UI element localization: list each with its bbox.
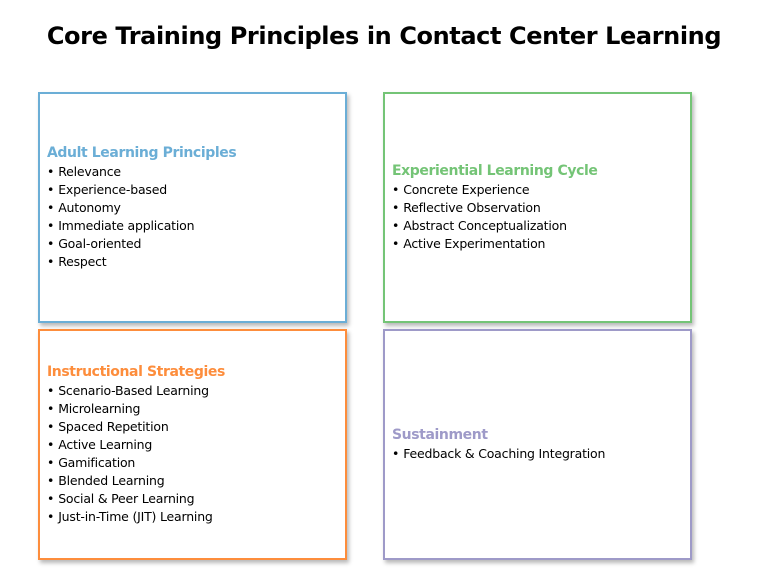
list-item: Autonomy [47,199,339,217]
quadrant-heading: Experiential Learning Cycle [392,163,598,179]
list-item: Respect [47,253,339,271]
list-item: Active Experimentation [392,235,684,253]
quadrant-item-list: Concrete ExperienceReflective Observatio… [392,181,684,253]
quadrant-experiential-learning-cycle: Experiential Learning Cycle Concrete Exp… [383,92,692,323]
list-item: Microlearning [47,400,339,418]
list-item: Blended Learning [47,472,339,490]
diagram-title: Core Training Principles in Contact Cent… [46,22,722,50]
list-item: Just-in-Time (JIT) Learning [47,508,339,526]
list-item: Scenario-Based Learning [47,382,339,400]
quadrant-item-list: RelevanceExperience-basedAutonomyImmedia… [47,163,339,271]
quadrant-instructional-strategies: Instructional Strategies Scenario-Based … [38,329,347,560]
list-item: Immediate application [47,217,339,235]
list-item: Experience-based [47,181,339,199]
quadrant-heading: Sustainment [392,427,488,443]
list-item: Spaced Repetition [47,418,339,436]
quadrant-sustainment: Sustainment Feedback & Coaching Integrat… [383,329,692,560]
quadrant-item-list: Scenario-Based LearningMicrolearningSpac… [47,382,339,526]
list-item: Concrete Experience [392,181,684,199]
quadrant-adult-learning-principles: Adult Learning Principles RelevanceExper… [38,92,347,323]
list-item: Relevance [47,163,339,181]
list-item: Social & Peer Learning [47,490,339,508]
quadrant-item-list: Feedback & Coaching Integration [392,445,684,463]
quadrant-heading: Instructional Strategies [47,364,225,380]
list-item: Goal-oriented [47,235,339,253]
list-item: Gamification [47,454,339,472]
list-item: Abstract Conceptualization [392,217,684,235]
list-item: Reflective Observation [392,199,684,217]
list-item: Active Learning [47,436,339,454]
quadrant-heading: Adult Learning Principles [47,145,237,161]
list-item: Feedback & Coaching Integration [392,445,684,463]
